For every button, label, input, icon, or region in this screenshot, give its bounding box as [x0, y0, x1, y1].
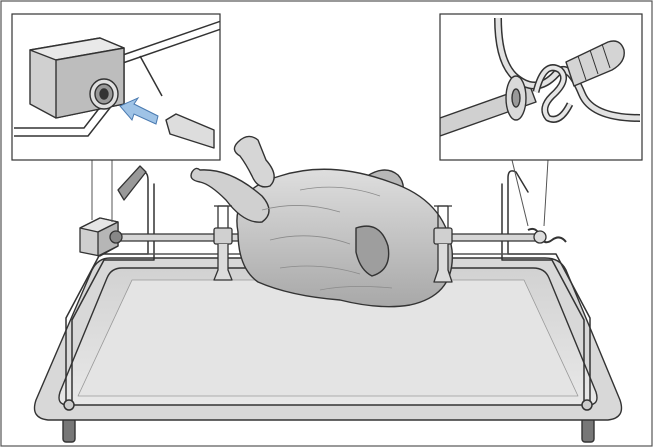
leader-right-b — [544, 160, 548, 226]
right-detail-inset — [440, 14, 642, 160]
left-fork-prongs — [218, 206, 228, 230]
tray-foot-left — [63, 418, 75, 442]
left-detail-inset — [12, 14, 224, 160]
rack-foot-left — [64, 400, 74, 410]
rack-foot-right — [582, 400, 592, 410]
right-fork-clamp — [434, 228, 452, 244]
tray-foot-right — [582, 418, 594, 442]
left-fork-clamp — [214, 228, 232, 244]
leader-right-a — [512, 160, 528, 226]
